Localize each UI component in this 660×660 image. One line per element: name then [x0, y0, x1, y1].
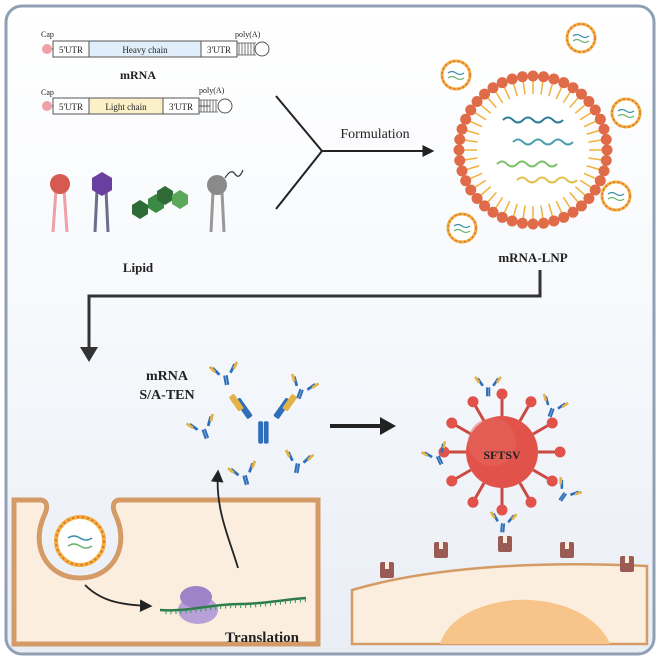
endosome-icon: [54, 515, 106, 567]
mrna-label: mRNA: [120, 68, 156, 82]
ribosome-icon: [178, 586, 218, 624]
formulation-bracket: [275, 95, 435, 210]
formulation-label: Formulation: [340, 127, 409, 142]
antibody-icon: [291, 373, 319, 400]
lnp-label: mRNA-LNP: [498, 250, 567, 265]
bound-antibody-group: [421, 376, 583, 533]
small-lnp-icon: [610, 97, 642, 129]
small-lnp-icon: [565, 22, 597, 54]
mrna-strand: [159, 596, 307, 612]
cap-icon: [42, 44, 52, 54]
antibody-icon: [227, 460, 256, 486]
cap-label: Cap: [41, 30, 54, 39]
utr3-label: 3'UTR: [169, 102, 193, 112]
polya-label: poly(A): [235, 30, 261, 39]
host-cell-right: [350, 536, 649, 646]
small-lnp-group: [440, 22, 642, 244]
peg-lipid-icon: [207, 169, 244, 233]
product-label-line1: mRNA: [146, 369, 189, 384]
utr5-label: 5'UTR: [59, 102, 83, 112]
secretion-arrow: [210, 469, 239, 569]
antibody-icon: [542, 393, 569, 418]
receptor-icon: [434, 542, 448, 558]
small-lnp-icon: [600, 180, 632, 212]
binding-arrowhead: [380, 417, 396, 435]
mrna-construct-heavy: Cap 5'UTR Heavy chain 3'UTR poly(A): [41, 30, 270, 58]
utr3-label: 3'UTR: [207, 45, 231, 55]
cell-membrane: [11, 497, 321, 647]
cholesterol-icon: [132, 186, 188, 219]
helper-lipid-icon: [92, 172, 112, 233]
small-lnp-icon: [446, 212, 478, 244]
antibody-icon: [208, 361, 239, 386]
flow-connector: [87, 270, 542, 352]
antibody-icon: [474, 376, 502, 397]
antibody-icon: [229, 394, 297, 444]
cap-icon: [42, 101, 52, 111]
host-cell-left: Translation: [11, 469, 321, 647]
lipid-label: Lipid: [123, 260, 154, 275]
cap-label: Cap: [41, 88, 54, 97]
small-lnp-icon: [440, 59, 472, 91]
translation-label: Translation: [225, 630, 300, 646]
antibody-icon: [421, 441, 447, 466]
lnp-icon: [453, 70, 613, 230]
utr5-label: 5'UTR: [59, 45, 83, 55]
antibody-icon: [186, 413, 214, 440]
receptor-icon: [380, 562, 394, 578]
product-label-line2: S/A-TEN: [139, 388, 194, 403]
antibody-icon: [558, 477, 583, 502]
antibody-icon: [284, 449, 315, 474]
polya-loop-icon: [254, 41, 270, 57]
polya-label: poly(A): [199, 86, 225, 95]
light-chain-label: Light chain: [105, 102, 147, 112]
flow-arrowhead: [80, 347, 98, 362]
virus-icon: [438, 388, 566, 516]
release-arrow: [84, 584, 153, 612]
receptor-icon: [620, 556, 634, 572]
mrna-construct-light: Cap 5'UTR Light chain 3'UTR poly(A): [41, 86, 233, 115]
nucleus: [440, 599, 610, 644]
polya-loop-icon: [217, 98, 233, 114]
antibody-icon: [490, 511, 518, 533]
virus-label: SFTSV: [483, 448, 521, 462]
heavy-chain-label: Heavy chain: [122, 45, 168, 55]
receptor-group: [380, 536, 634, 578]
receptor-icon: [560, 542, 574, 558]
receptor-icon: [498, 536, 512, 552]
lipid-icon: [50, 174, 70, 233]
antibody-group: [186, 361, 319, 486]
